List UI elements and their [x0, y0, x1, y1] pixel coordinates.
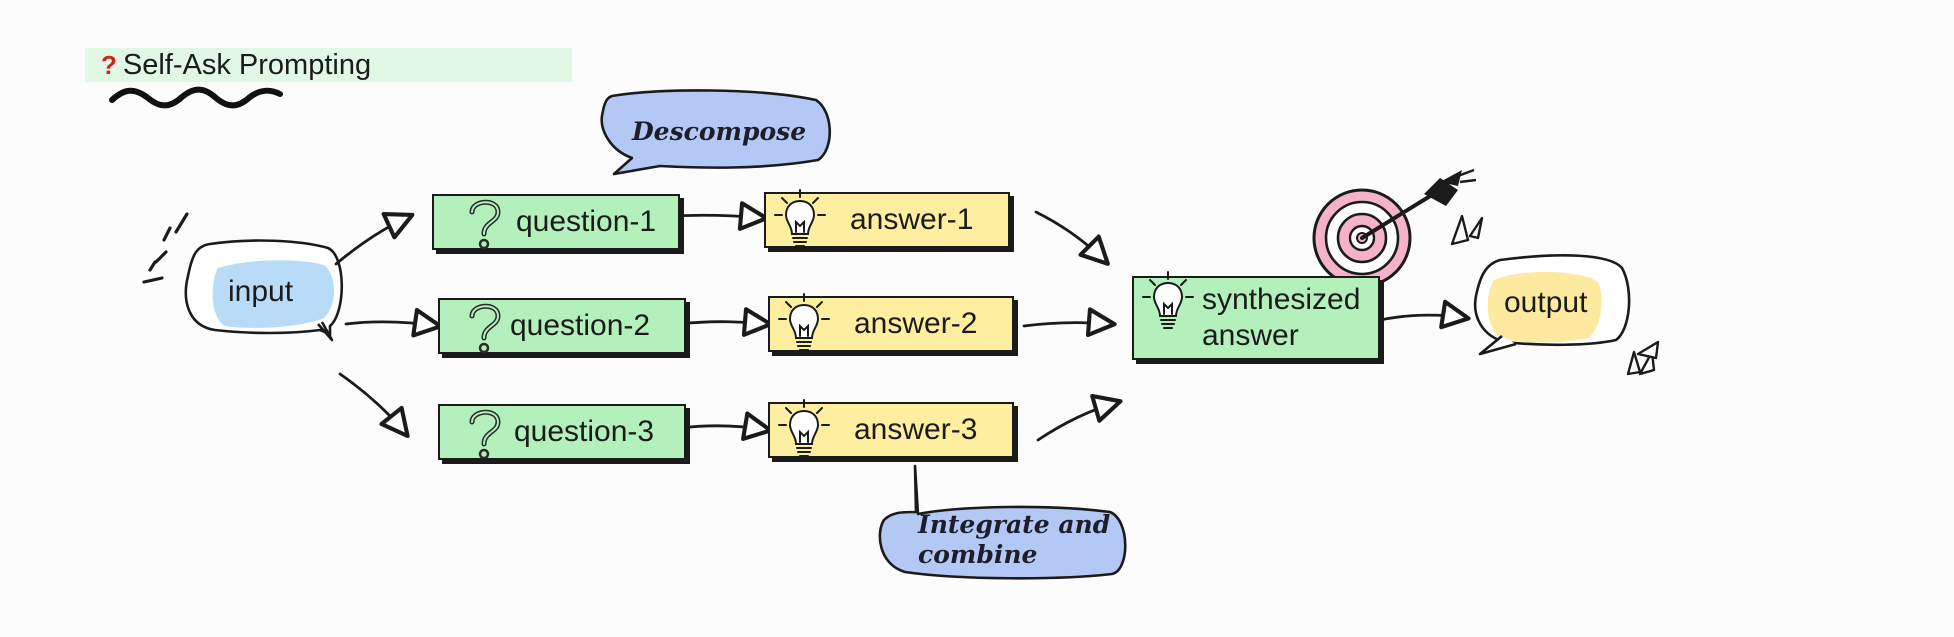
answer-1-box: answer-1 — [764, 189, 1010, 248]
arrow-answer-2-to-synthesized — [1022, 307, 1117, 338]
title-underline-squiggle — [109, 86, 283, 109]
answer-3-label: answer-3 — [854, 413, 978, 446]
burst-marks-output — [1450, 214, 1660, 376]
answer-1-label: answer-1 — [850, 203, 974, 236]
lightbulb-icon — [1142, 271, 1194, 329]
integrate-callout — [878, 464, 1127, 580]
flow-arrows — [334, 201, 1471, 442]
answer-3-box: answer-3 — [768, 399, 1014, 458]
output-label: output — [1504, 286, 1588, 319]
question-1-label: question-1 — [516, 205, 657, 238]
question-2-label: question-2 — [510, 309, 651, 342]
lightbulb-icon — [778, 293, 830, 351]
title-bar: ? Self-Ask Prompting — [85, 48, 572, 82]
arrow-input-to-question-1 — [334, 211, 415, 266]
question-mark-icon: ? — [101, 49, 117, 80]
answer-2-box: answer-2 — [768, 293, 1014, 352]
lightbulb-icon — [778, 399, 830, 457]
question-mark-icon — [469, 409, 501, 460]
input-label: input — [228, 275, 294, 308]
decompose-callout — [600, 89, 831, 176]
burst-marks-input — [142, 212, 189, 284]
question-mark-icon — [469, 199, 501, 250]
arrow-question-1-to-answer-1 — [674, 201, 769, 231]
synthesized-label-line-2: answer — [1202, 319, 1299, 352]
arrow-input-to-question-2 — [344, 307, 443, 338]
arrow-answer-3-to-synthesized — [1036, 393, 1123, 442]
output-bubble — [1473, 254, 1631, 356]
arrow-input-to-question-3 — [338, 372, 410, 439]
answer-2-label: answer-2 — [854, 307, 978, 340]
question-3-label: question-3 — [514, 415, 655, 448]
question-1-box: question-1 — [432, 194, 680, 250]
question-2-box: question-2 — [438, 298, 686, 354]
integrate-callout-text-line-1: Integrate and — [918, 510, 1111, 539]
arrow-question-2-to-answer-2 — [678, 307, 773, 337]
decompose-callout-text: Descompose — [632, 117, 807, 146]
synthesized-label-line-1: synthesized — [1202, 283, 1361, 316]
lightbulb-icon — [774, 189, 826, 247]
question-3-box: question-3 — [438, 404, 686, 460]
arrow-answer-1-to-synthesized — [1034, 210, 1110, 266]
arrow-question-3-to-answer-3 — [678, 411, 773, 441]
integrate-callout-text-line-2: combine — [918, 540, 1038, 569]
page-title: Self-Ask Prompting — [122, 48, 372, 81]
target-with-dart-icon — [1312, 168, 1477, 288]
synthesized-answer-box: synthesized answer — [1132, 271, 1380, 360]
arrow-synthesized-to-output — [1378, 299, 1471, 330]
input-bubble — [184, 239, 344, 342]
question-mark-icon — [469, 303, 501, 354]
